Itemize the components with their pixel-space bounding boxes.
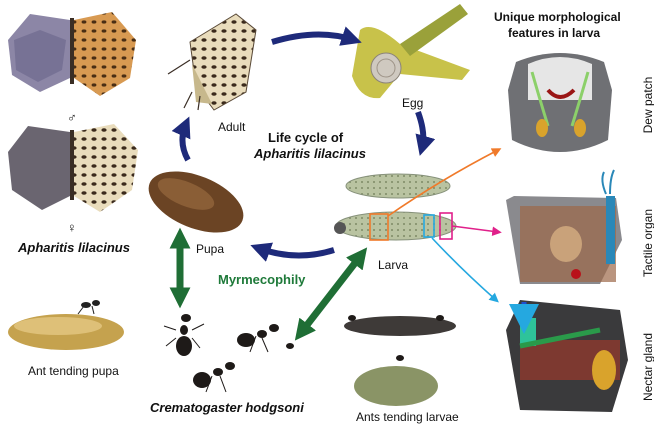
- arrow-egg-to-larva: [418, 112, 423, 148]
- pointer-nectar-gland: [432, 238, 496, 300]
- arrow-pupa-to-adult: [182, 124, 188, 160]
- male-symbol: ♂: [67, 110, 77, 125]
- adult-label: Adult: [218, 120, 245, 134]
- nectar-gland-label: Nectar gland: [641, 317, 654, 417]
- arrow-adult-to-egg: [272, 34, 354, 42]
- female-symbol: ♀: [67, 220, 77, 235]
- dew-patch-diagram: [508, 53, 612, 152]
- myrmecophily-label: Myrmecophily: [218, 272, 305, 287]
- ant-species-label: Crematogaster hodgsoni: [150, 400, 304, 415]
- ant-tending-pupa-illustration: [8, 300, 124, 350]
- ants-tending-larvae-label: Ants tending larvae: [356, 410, 459, 424]
- nectar-gland-diagram: [506, 300, 628, 412]
- unique-features-line2: features in larva: [508, 26, 600, 40]
- ant-tending-pupa-label: Ant tending pupa: [28, 364, 119, 378]
- larva-label: Larva: [378, 258, 408, 272]
- dew-patch-label: Dew patch: [641, 65, 654, 145]
- female-specimen-illustration: [8, 124, 138, 212]
- title-line2: Apharitis lilacinus: [254, 146, 366, 161]
- tactile-organ-label: Tactile organ: [641, 193, 654, 293]
- ants-tending-larvae-illustration: [344, 315, 456, 406]
- ants-illustration: [164, 314, 294, 392]
- species-label: Apharitis lilacinus: [18, 240, 130, 255]
- tactile-organ-diagram: [506, 170, 622, 284]
- male-specimen-illustration: [8, 12, 136, 96]
- pointer-tactile-organ: [452, 226, 498, 232]
- arrow-larva-to-pupa: [258, 248, 334, 256]
- unique-features-line1: Unique morphological: [494, 10, 621, 24]
- title-line1: Life cycle of: [268, 130, 343, 145]
- egg-illustration: [352, 4, 470, 98]
- pupa-illustration: [140, 159, 252, 245]
- egg-label: Egg: [402, 96, 423, 110]
- pupa-label: Pupa: [196, 242, 224, 256]
- adult-butterfly-illustration: [168, 14, 256, 110]
